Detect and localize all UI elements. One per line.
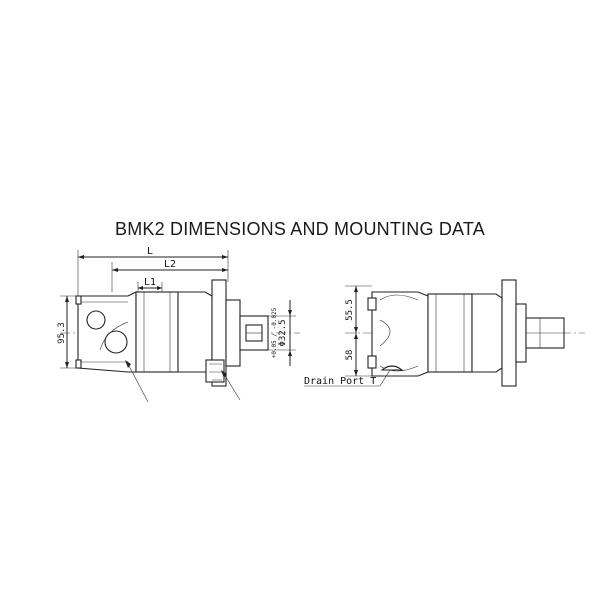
- side-bearing-housing: [471, 293, 503, 373]
- side-end-housing: [371, 291, 429, 377]
- pilot: [225, 299, 241, 367]
- side-flange: [501, 279, 517, 387]
- port-a-icon: [86, 310, 106, 330]
- side-dim-upper-label: 55.5: [345, 299, 355, 321]
- diagram-title: BMK2 DIMENSIONS AND MOUNTING DATA: [115, 219, 485, 239]
- side-gerotor: [427, 293, 473, 373]
- dim-shaft-tolerance: +0.05 / -0.025: [271, 307, 278, 358]
- side-view: 55.5 58 Drain Port T: [304, 279, 585, 387]
- dim-height-label: 95.3: [57, 322, 67, 344]
- drain-port-icon: [380, 365, 404, 371]
- dim-L1-label: L1: [144, 277, 156, 288]
- dim-shaft-label: Φ32.5: [278, 319, 288, 346]
- side-dim-lower-label: 58: [345, 350, 355, 361]
- gerotor-section: [135, 291, 179, 373]
- dim-L2-label: L2: [164, 259, 176, 270]
- dim-L-label: L: [147, 246, 153, 257]
- port-b-icon: [104, 330, 128, 354]
- drain-port-label: Drain Port T: [304, 376, 376, 387]
- front-view: L L2 L1 95.3 Φ32.5 +0.05 / -0.025: [57, 246, 300, 403]
- port-housing: [77, 291, 137, 373]
